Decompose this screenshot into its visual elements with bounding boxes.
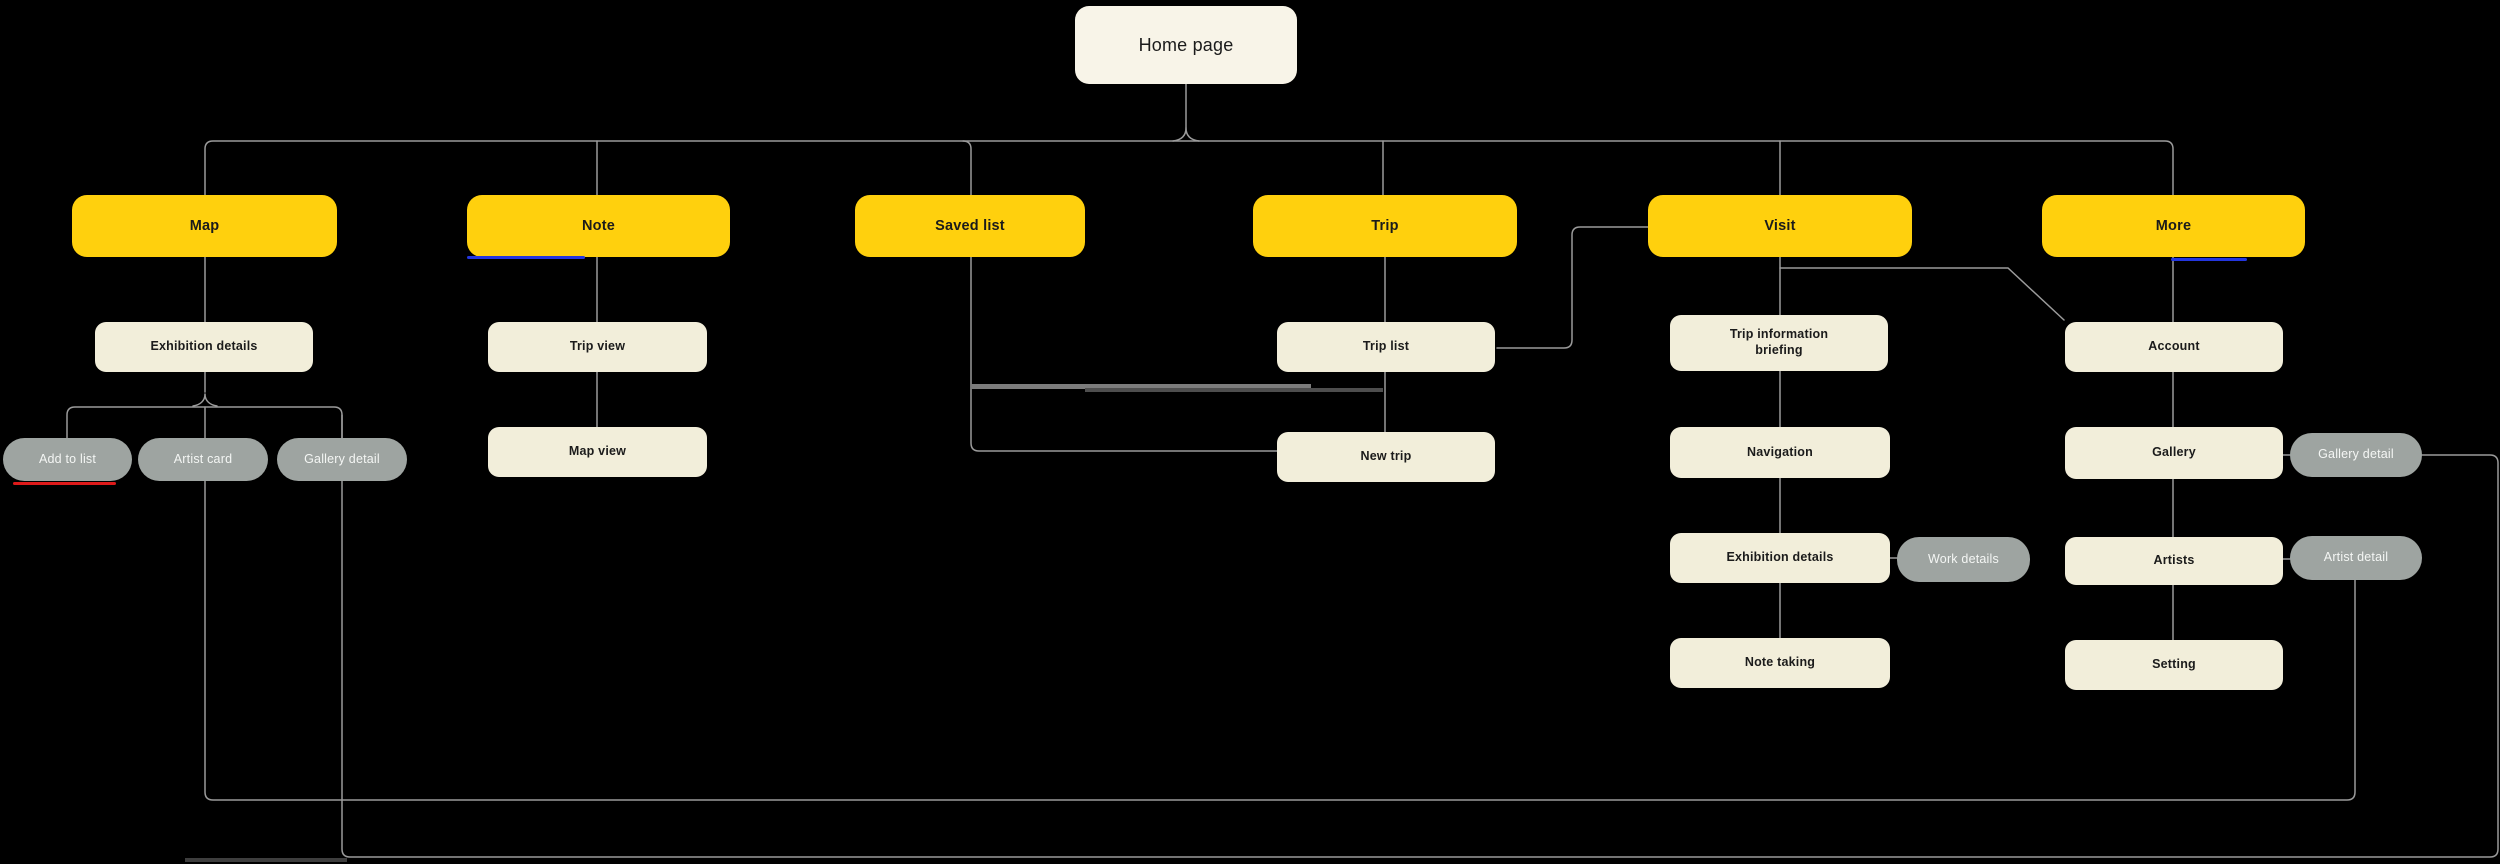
node-label: Work details xyxy=(1928,551,1999,566)
node-label: Setting xyxy=(2152,657,2196,672)
node-label: Exhibition details xyxy=(150,339,258,354)
node-account[interactable]: Account xyxy=(2065,322,2283,372)
node-add-to-list[interactable]: Add to list xyxy=(3,438,132,481)
node-visit[interactable]: Visit xyxy=(1648,195,1912,257)
merge-chevron-exhibition xyxy=(192,393,218,407)
node-label: Gallery detail xyxy=(304,451,380,466)
node-map-view[interactable]: Map view xyxy=(488,427,707,477)
merge-chevron-home xyxy=(1172,127,1200,142)
node-saved-list[interactable]: Saved list xyxy=(855,195,1085,257)
node-label: Map xyxy=(189,217,220,234)
node-label: Home page xyxy=(1138,34,1234,55)
connector-savedlist-newtrip xyxy=(962,140,1278,452)
node-note-taking[interactable]: Note taking xyxy=(1670,638,1890,688)
connector-visit-account xyxy=(1779,267,2065,321)
node-work-details[interactable]: Work details xyxy=(1897,537,2030,582)
node-label: Trip view xyxy=(569,339,626,354)
node-label: Account xyxy=(2148,339,2200,354)
node-label: Artist detail xyxy=(2323,550,2389,565)
node-exhibition-details-visit[interactable]: Exhibition details xyxy=(1670,533,1890,583)
node-label: More xyxy=(2155,217,2192,234)
note-blue-underline xyxy=(467,256,585,259)
node-label: Trip list xyxy=(1362,339,1410,354)
node-gallery[interactable]: Gallery xyxy=(2065,427,2283,479)
saved-to-triplist-bar-2 xyxy=(1085,388,1383,392)
connector-trunk xyxy=(204,140,2174,196)
add-to-list-red-underline xyxy=(13,482,116,485)
node-label: Exhibition details xyxy=(1726,550,1834,565)
node-gallery-detail-map[interactable]: Gallery detail xyxy=(277,438,407,481)
node-label: Gallery detail xyxy=(2318,447,2394,462)
node-artist-detail[interactable]: Artist detail xyxy=(2290,536,2422,580)
node-trip-view[interactable]: Trip view xyxy=(488,322,707,372)
bottom-left-bar xyxy=(185,858,347,862)
node-map[interactable]: Map xyxy=(72,195,337,257)
saved-to-triplist-bar xyxy=(971,384,1311,389)
node-label: Gallery xyxy=(2152,445,2196,460)
node-setting[interactable]: Setting xyxy=(2065,640,2283,690)
more-blue-underline xyxy=(2171,258,2247,261)
connector-artistcard-artistdetail xyxy=(204,406,2356,801)
node-label: Artists xyxy=(2153,553,2195,568)
node-label: Add to list xyxy=(38,451,97,466)
node-note[interactable]: Note xyxy=(467,195,730,257)
node-trip-information-briefing[interactable]: Trip information briefing xyxy=(1670,315,1888,371)
node-label: Navigation xyxy=(1747,444,1813,459)
node-label: Note xyxy=(581,217,616,234)
node-navigation[interactable]: Navigation xyxy=(1670,427,1890,478)
node-label: New trip xyxy=(1360,449,1412,464)
node-trip[interactable]: Trip xyxy=(1253,195,1517,257)
node-label: Artist card xyxy=(173,451,233,466)
connector-gallerydetail-loop xyxy=(341,414,2499,858)
node-more[interactable]: More xyxy=(2042,195,2305,257)
node-label: Trip information briefing xyxy=(1729,327,1829,357)
node-label: Visit xyxy=(1764,217,1796,234)
node-label: Saved list xyxy=(935,217,1005,234)
node-label: Trip xyxy=(1371,217,1399,234)
node-gallery-detail-more[interactable]: Gallery detail xyxy=(2290,433,2422,477)
node-artist-card[interactable]: Artist card xyxy=(138,438,268,481)
node-label: Note taking xyxy=(1744,655,1816,670)
node-exhibition-details-map[interactable]: Exhibition details xyxy=(95,322,313,372)
node-new-trip[interactable]: New trip xyxy=(1277,432,1495,482)
node-artists[interactable]: Artists xyxy=(2065,537,2283,585)
node-trip-list[interactable]: Trip list xyxy=(1277,322,1495,372)
node-label: Map view xyxy=(568,444,627,459)
node-home-page[interactable]: Home page xyxy=(1075,6,1297,84)
connector-triplist-visit xyxy=(1496,226,1649,349)
